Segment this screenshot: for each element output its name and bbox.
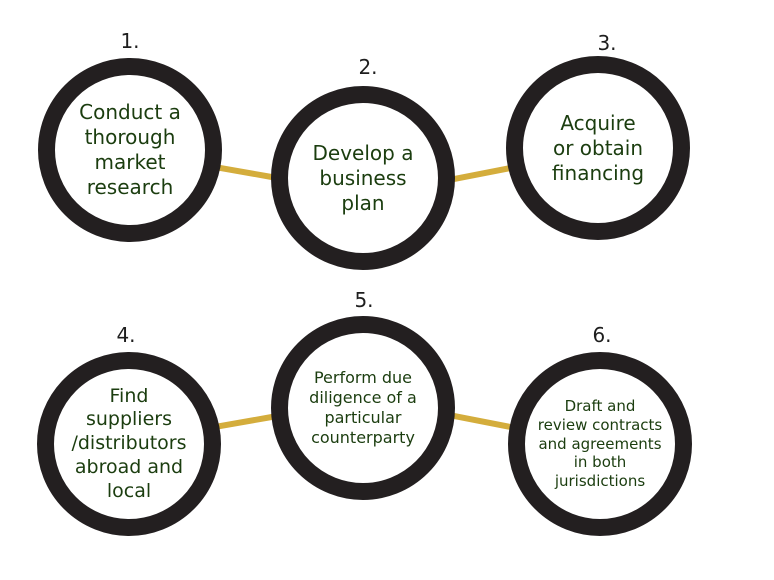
step-circle-1: Conduct a thorough market research (38, 58, 222, 242)
step-label-1: Conduct a thorough market research (79, 100, 181, 199)
step-number-6: 6. (592, 323, 612, 347)
step-circle-3: Acquire or obtain financing (506, 56, 690, 240)
step-number-1: 1. (120, 29, 140, 53)
connector-1-2 (214, 164, 277, 181)
step-circle-5: Perform due diligence of a particular co… (271, 316, 455, 500)
step-number-2: 2. (358, 55, 378, 79)
step-label-5: Perform due diligence of a particular co… (309, 368, 417, 447)
step-circle-6: Draft and review contracts and agreement… (508, 352, 692, 536)
step-circle-4: Find suppliers /distributors abroad and … (37, 352, 221, 536)
step-number-5: 5. (354, 288, 374, 312)
step-number-3: 3. (597, 31, 617, 55)
connector-5-6 (448, 412, 513, 431)
step-number-4: 4. (116, 323, 136, 347)
step-circle-2: Develop a business plan (271, 86, 455, 270)
step-label-3: Acquire or obtain financing (551, 110, 645, 185)
connector-2-3 (448, 164, 513, 183)
connector-4-5 (214, 413, 277, 430)
step-label-6: Draft and review contracts and agreement… (537, 397, 663, 491)
step-label-4: Find suppliers /distributors abroad and … (71, 384, 187, 502)
step-label-2: Develop a business plan (312, 140, 414, 215)
